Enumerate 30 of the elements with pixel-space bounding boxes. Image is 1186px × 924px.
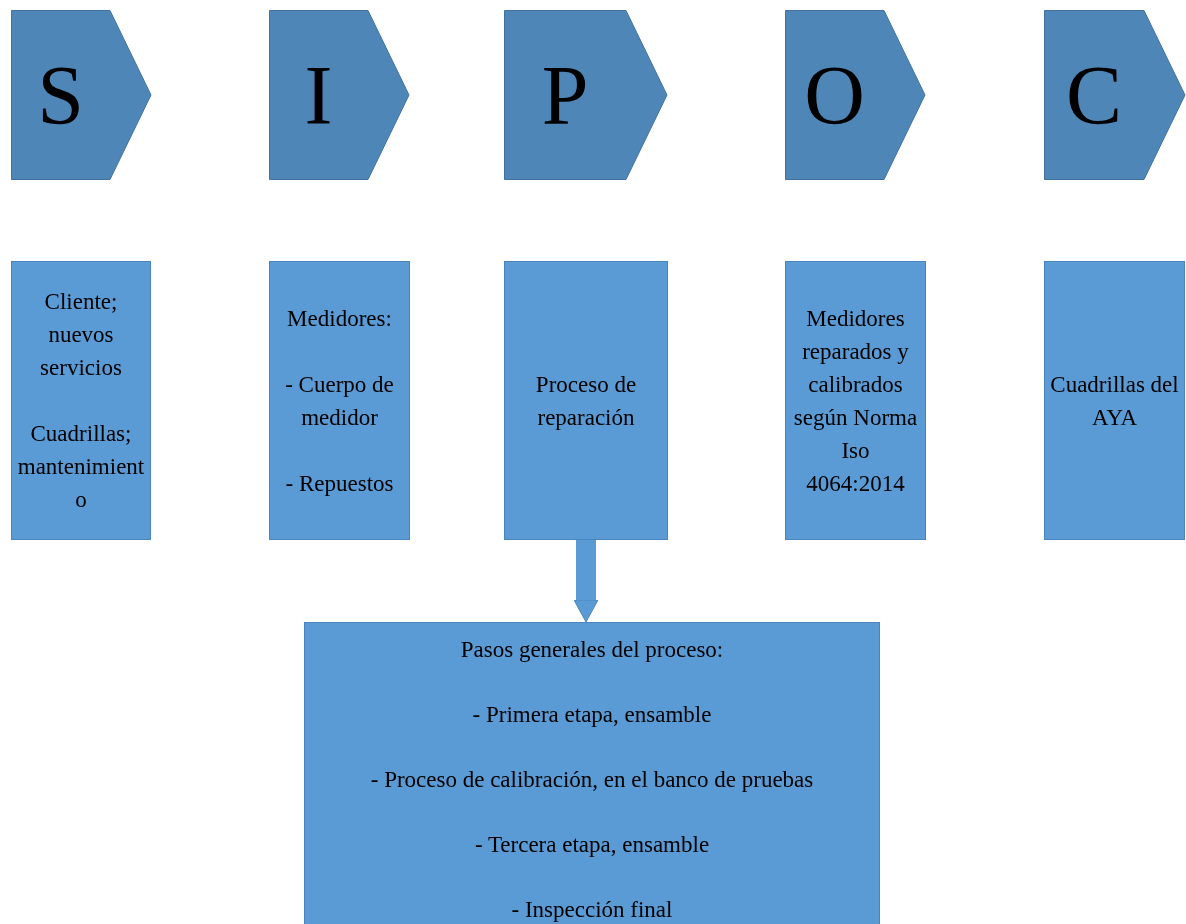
box-text: - Primera etapa, ensamble [472,701,712,729]
box-text: Cuadrillas; mantenimiento [16,420,146,514]
sipoc-letter: S [36,47,85,144]
box-text: Medidores reparados y calibrados según Norma Iso 4064:2014 [792,304,919,498]
sipoc-letter: P [540,47,590,144]
chevron-shape [504,10,668,180]
box-text: - Tercera etapa, ensamble [474,831,710,859]
process-box [504,261,668,540]
box-text: - Repuestos [285,469,394,498]
chevron-shape [269,10,410,180]
chevron-shape [785,10,926,180]
box-text: - Cuerpo de medidor [284,370,395,432]
box-text: Proceso de reparación [534,370,638,432]
process-steps-box [304,622,880,924]
box-text: - Inspección final [511,896,673,924]
process-box [269,261,410,540]
block-arrow [573,540,599,623]
sipoc-letter: O [803,47,866,144]
box-text: - Proceso de calibración, en el banco de pruebas [370,766,814,794]
sipoc-letter: I [303,47,334,144]
sipoc-letter: C [1065,47,1123,144]
heading-text: Medidores: [287,304,392,333]
process-box [11,261,151,540]
process-box [1044,261,1185,540]
box-text: Cuadrillas del AYA [1049,370,1180,432]
chevron-shape [11,10,152,180]
process-box [785,261,926,540]
box-text: Cliente; nuevos servicios [39,288,123,382]
chevron-shape [1044,10,1186,180]
heading-text: Pasos generales del proceso: [460,636,724,664]
